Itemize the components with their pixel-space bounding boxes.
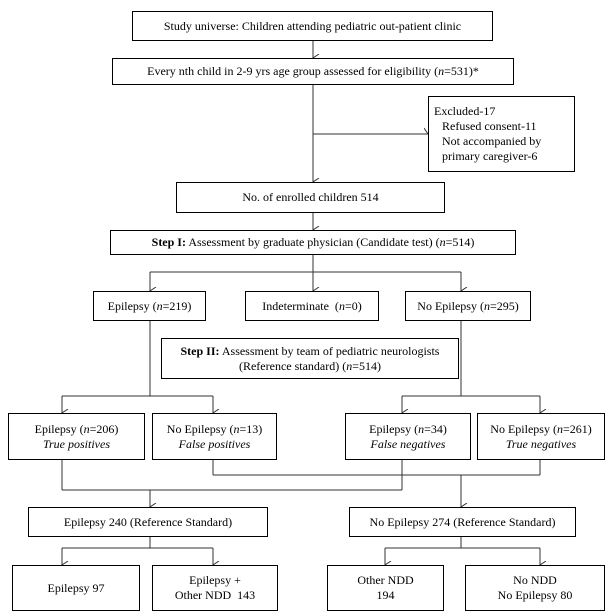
- epilepsy-219-text: Epilepsy (n=219): [107, 298, 192, 313]
- other-ndd-line2: 194: [376, 588, 395, 602]
- eligibility-text: Every nth child in 2-9 yrs age group ass…: [147, 64, 479, 78]
- excluded-refused-consent: Refused consent-11: [442, 119, 537, 133]
- epilepsy-97-text: Epilepsy 97: [47, 580, 105, 595]
- no-epilepsy-274-box: No Epilepsy 274 (Reference Standard): [349, 507, 576, 537]
- excluded-box: Excluded-17 Refused consent-11 Not accom…: [428, 96, 575, 172]
- false-positives-count: No Epilepsy (n=13): [166, 421, 263, 436]
- step2-line1: Step II: Assessment by team of pediatric…: [180, 343, 440, 358]
- epilepsy-plus-ndd-box: Epilepsy + Other NDD 143: [152, 565, 278, 611]
- excluded-not-accompanied-line2: primary caregiver-6: [442, 149, 538, 163]
- enrolled-box: No. of enrolled children 514: [176, 182, 445, 213]
- epilepsy-plus-ndd-line1: Epilepsy +: [189, 573, 241, 587]
- true-negatives-count: No Epilepsy (n=261): [490, 421, 592, 436]
- step2-box: Step II: Assessment by team of pediatric…: [161, 338, 459, 379]
- study-universe-box: Study universe: Children attending pedia…: [132, 11, 493, 41]
- false-positives-box: No Epilepsy (n=13) False positives: [152, 413, 277, 460]
- false-negatives-box: Epilepsy (n=34) False negatives: [345, 413, 471, 460]
- false-positives-label: False positives: [178, 436, 251, 451]
- epilepsy-240-box: Epilepsy 240 (Reference Standard): [28, 507, 268, 537]
- step2-line2: (Reference standard) (n=514): [238, 358, 382, 373]
- false-negatives-label: False negatives: [370, 436, 446, 451]
- eligibility-box: Every nth child in 2-9 yrs age group ass…: [112, 58, 514, 85]
- true-negatives-box: No Epilepsy (n=261) True negatives: [477, 413, 605, 460]
- true-positives-label: True positives: [42, 436, 110, 451]
- epilepsy-plus-ndd-line2: Other NDD 143: [174, 588, 256, 602]
- indeterminate-text: Indeterminate (n=0): [262, 298, 362, 313]
- other-ndd-line1: Other NDD: [357, 573, 414, 587]
- true-positives-box: Epilepsy (n=206) True positives: [8, 413, 145, 460]
- no-epilepsy-274-text: No Epilepsy 274 (Reference Standard): [369, 514, 556, 529]
- step1-text: Step I: Assessment by graduate physician…: [151, 235, 475, 249]
- no-ndd-line1: No NDD: [513, 573, 557, 587]
- epilepsy-97-box: Epilepsy 97: [12, 565, 140, 611]
- true-positives-count: Epilepsy (n=206): [34, 421, 119, 436]
- step1-box: Step I: Assessment by graduate physician…: [110, 230, 516, 255]
- no-epilepsy-295-box: No Epilepsy (n=295): [405, 291, 531, 321]
- no-ndd-line2: No Epilepsy 80: [497, 588, 573, 602]
- no-epilepsy-295-text: No Epilepsy (n=295): [417, 298, 519, 313]
- study-universe-text: Study universe: Children attending pedia…: [163, 18, 462, 33]
- epilepsy-219-box: Epilepsy (n=219): [93, 291, 206, 321]
- false-negatives-count: Epilepsy (n=34): [369, 421, 447, 436]
- indeterminate-box: Indeterminate (n=0): [245, 291, 379, 321]
- excluded-not-accompanied-line1: Not accompanied by: [442, 134, 542, 148]
- epilepsy-240-text: Epilepsy 240 (Reference Standard): [63, 514, 233, 529]
- true-negatives-label: True negatives: [505, 436, 577, 451]
- excluded-title: Excluded-17: [434, 104, 496, 118]
- no-ndd-box: No NDD No Epilepsy 80: [465, 565, 605, 611]
- other-ndd-box: Other NDD 194: [327, 565, 444, 611]
- enrolled-text: No. of enrolled children 514: [242, 190, 379, 204]
